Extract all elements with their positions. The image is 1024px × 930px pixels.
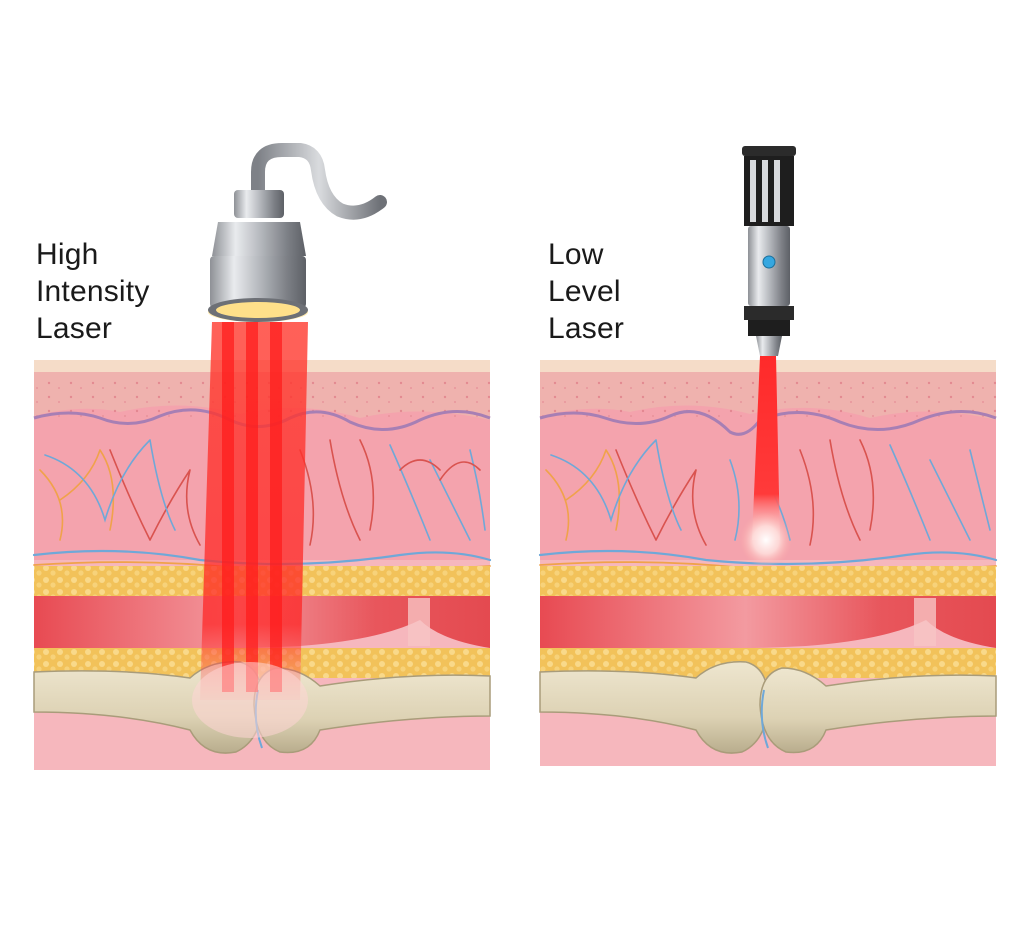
high-intensity-probe-icon (208, 150, 380, 322)
low-level-pen-icon (742, 146, 796, 356)
muscle-tendon (408, 598, 430, 646)
fat-layer-upper (540, 566, 996, 596)
muscle-tendon (914, 598, 936, 646)
